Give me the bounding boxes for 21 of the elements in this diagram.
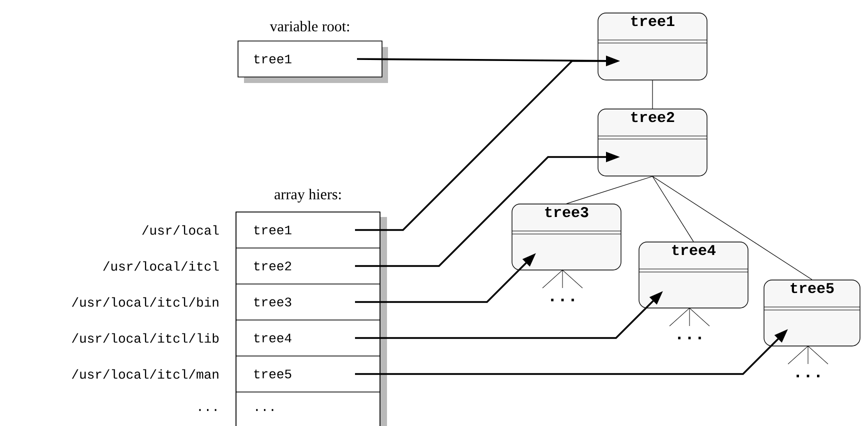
tree-link xyxy=(652,80,653,109)
path-label: /usr/local/itcl/lib xyxy=(72,333,219,343)
variable-box: tree1 xyxy=(238,40,388,83)
ellipsis: ... xyxy=(551,298,574,302)
ellipsis: ... xyxy=(678,336,701,340)
tree-box: tree5 xyxy=(764,280,860,346)
tree-box: tree3 xyxy=(512,204,622,270)
tree-box: tree4 xyxy=(638,242,748,308)
tree-link xyxy=(652,176,694,242)
tree-box: tree2 xyxy=(598,108,708,176)
array-heading: array hiers: xyxy=(274,188,341,202)
path-label: /usr/local/itcl/bin xyxy=(72,297,218,307)
path-label: /usr/local xyxy=(142,225,219,235)
path-label: ... xyxy=(199,409,216,411)
tree-link xyxy=(652,176,812,280)
path-label: /usr/local/itcl xyxy=(103,261,219,271)
variable-heading: variable root: xyxy=(270,20,349,32)
tree-box: tree1 xyxy=(598,12,708,80)
ellipsis: ... xyxy=(796,374,820,378)
tree-link xyxy=(566,176,653,204)
path-label: /usr/local/itcl/man xyxy=(72,369,218,379)
